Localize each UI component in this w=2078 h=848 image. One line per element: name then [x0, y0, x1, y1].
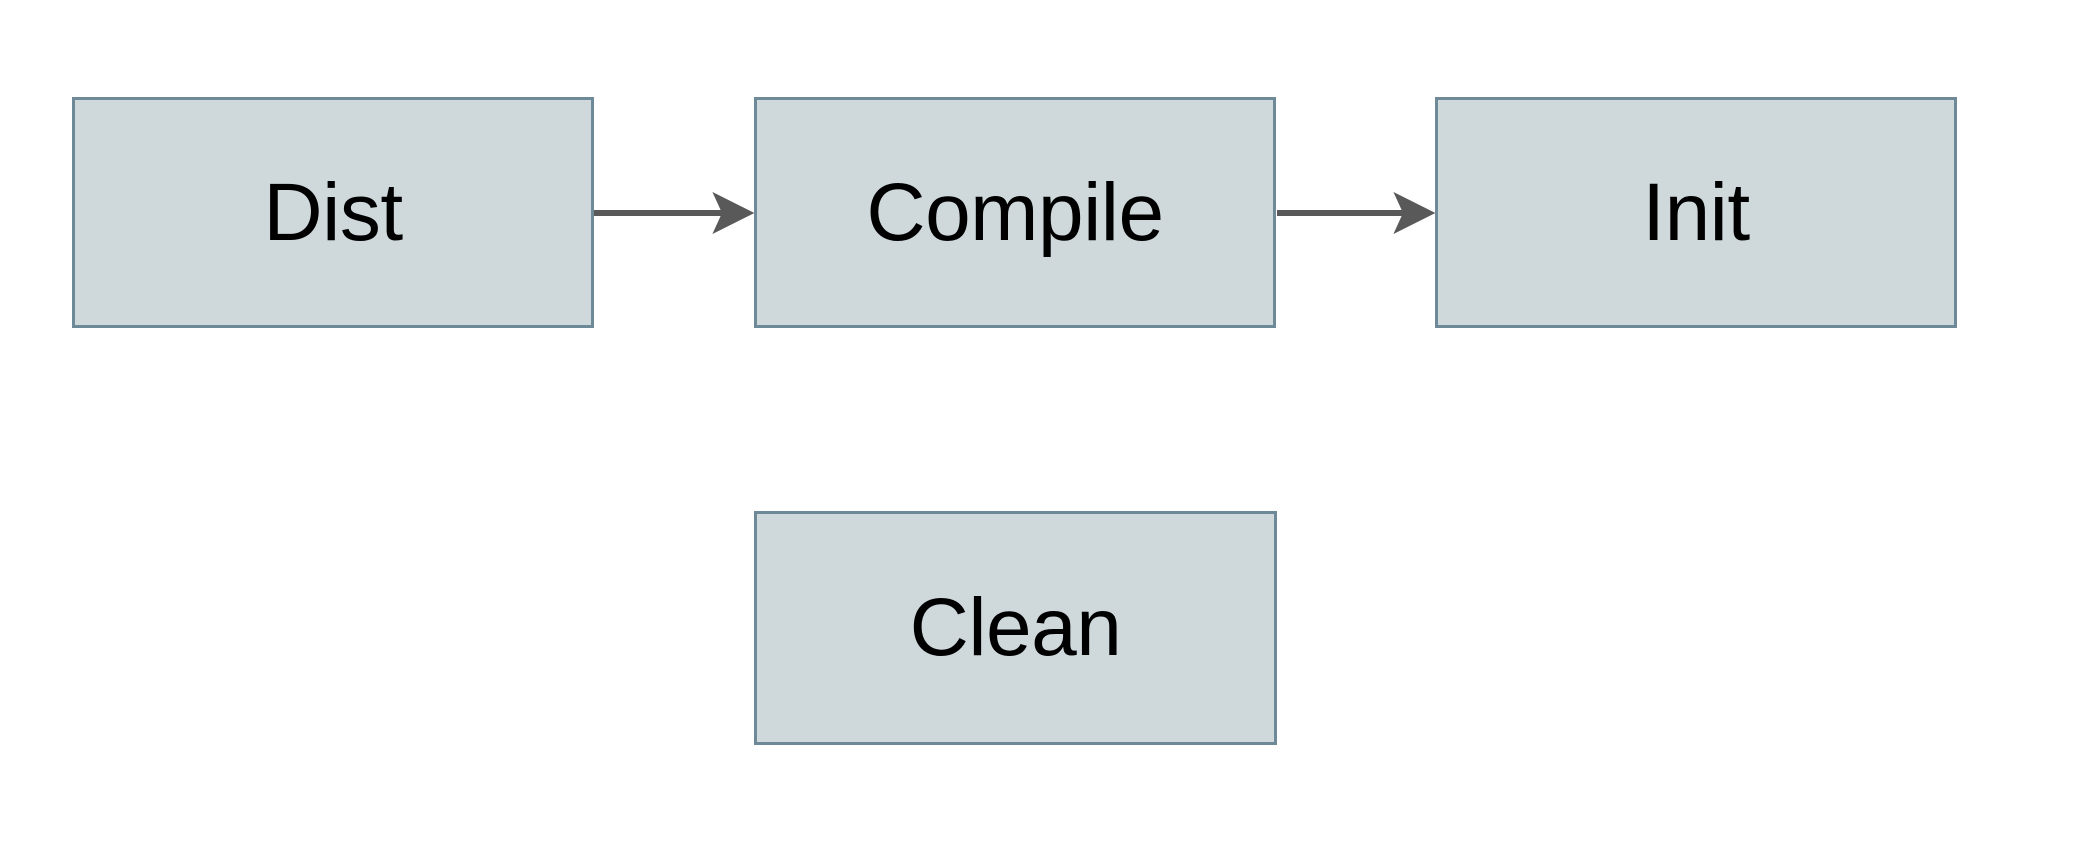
node-compile[interactable]: Compile [754, 97, 1276, 328]
node-compile-label: Compile [866, 166, 1164, 258]
node-clean-label: Clean [909, 582, 1122, 673]
node-dist-label: Dist [263, 166, 403, 258]
node-init[interactable]: Init [1435, 97, 1957, 328]
node-clean[interactable]: Clean [754, 511, 1277, 745]
node-init-label: Init [1642, 166, 1750, 258]
node-dist[interactable]: Dist [72, 97, 594, 328]
